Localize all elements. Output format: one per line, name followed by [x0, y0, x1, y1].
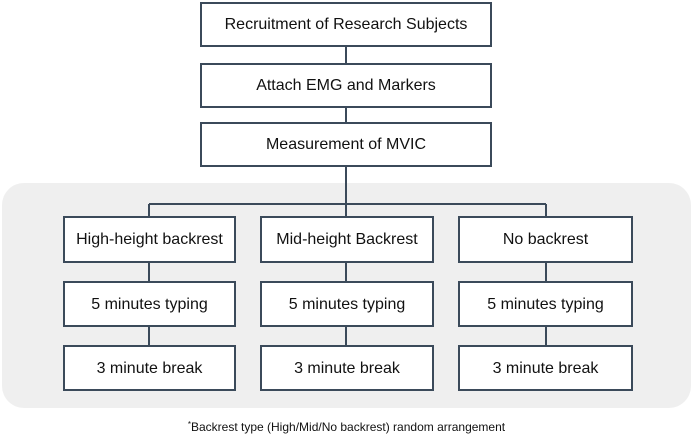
step-attach-emg: Attach EMG and Markers [200, 63, 492, 108]
mid-typing: 5 minutes typing [260, 281, 434, 327]
mid-break: 3 minute break [260, 345, 434, 391]
condition-no-backrest: No backrest [458, 216, 633, 263]
step-recruitment: Recruitment of Research Subjects [200, 2, 492, 47]
step-measurement-mvic: Measurement of MVIC [200, 122, 492, 167]
footnote-text: Backrest type (High/Mid/No backrest) ran… [190, 420, 506, 434]
condition-high-height: High-height backrest [63, 216, 236, 263]
none-break: 3 minute break [458, 345, 633, 391]
none-typing: 5 minutes typing [458, 281, 633, 327]
footnote-marker: * [187, 420, 191, 429]
high-typing: 5 minutes typing [63, 281, 236, 327]
high-break: 3 minute break [63, 345, 236, 391]
condition-mid-height: Mid-height Backrest [260, 216, 434, 263]
footnote: *Backrest type (High/Mid/No backrest) ra… [0, 420, 693, 434]
